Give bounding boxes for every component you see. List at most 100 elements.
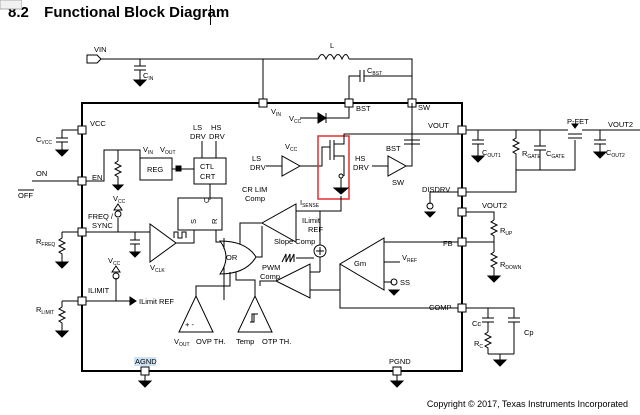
ovp-plus-minus: + - (185, 320, 194, 329)
reg-vin-label: VIN (143, 145, 153, 156)
off-label: OFF (18, 191, 33, 200)
latch-s-label: S (189, 219, 198, 224)
cout2-ground (592, 151, 608, 159)
comp-network-wire (466, 307, 515, 318)
cvcc-wire (56, 129, 78, 150)
rlimit-ground (54, 330, 70, 338)
pgnd-pin (392, 366, 402, 376)
rfreq-ground (54, 261, 70, 269)
or-label: OR (226, 253, 238, 262)
vref-label: VREF (402, 253, 417, 264)
rfreq-resistor (57, 231, 78, 262)
ss-source (390, 278, 398, 286)
pgnd-ground (389, 375, 405, 388)
rdown-ground (486, 275, 502, 283)
gm-label: Gm (354, 259, 366, 268)
slope-ramp-icon (281, 253, 295, 263)
hs-driver-to-fet (406, 150, 413, 167)
vcc-freq-arrow (113, 203, 123, 211)
reg-output-node (175, 165, 182, 172)
pin-fb-label: FB (443, 239, 453, 248)
section-title: Functional Block Diagram (44, 4, 230, 21)
hs-drv-label-1: HS (355, 154, 365, 163)
cin-capacitor (134, 59, 146, 80)
en-to-reg-wire (118, 149, 141, 168)
pin-pgnd-label: PGND (389, 357, 411, 366)
ovp-th-label: OVP TH. (196, 337, 226, 346)
vcc-freq-label: VCC (113, 194, 126, 205)
ilimit-pin (77, 296, 87, 306)
temp-label: Temp (236, 337, 254, 346)
pfet (560, 129, 592, 139)
rlimit-label: RLIMIT (36, 305, 54, 316)
bst-diode (317, 112, 327, 124)
pin-vout2-label: VOUT2 (482, 201, 507, 210)
sr-latch (177, 197, 223, 231)
vin-rail (101, 58, 413, 103)
cc-capacitor (482, 317, 494, 332)
osc-comparator (149, 223, 177, 263)
pin-comp-label: COMP (429, 303, 452, 312)
osc-pulse-icon (173, 231, 187, 239)
rc-resistor (483, 331, 493, 354)
isense-label: ISENSE (300, 198, 320, 209)
latch-reset-wire (215, 230, 230, 243)
diode-vcc-label: VCC (289, 114, 302, 125)
pfet-diode (571, 123, 579, 129)
bst-node-label: BST (356, 104, 371, 113)
latch-r-label: R (210, 218, 219, 224)
cout1-ground (470, 155, 486, 163)
rlimit-resistor (57, 300, 78, 331)
cvcc-ground (54, 149, 70, 157)
ss-label: SS (400, 278, 410, 287)
disdrv-wire (466, 170, 517, 193)
agnd-highlight (134, 357, 156, 366)
cgate-label: CGATE (546, 149, 565, 160)
rup-label: RUP (500, 226, 513, 237)
pwm-label-1: PWM (262, 263, 280, 272)
crlim-comparator (260, 203, 297, 243)
or-output-wire (256, 226, 263, 258)
corner-marker-icon (0, 0, 22, 10)
bst-diode-wire (300, 107, 350, 119)
freq-sync-pin (77, 227, 87, 237)
vcc-ilim-arrow (111, 265, 121, 273)
en-pin (77, 176, 87, 186)
cbst-label: CBST (367, 66, 382, 77)
cout1-label: COUT1 (482, 148, 501, 159)
vout-rail (412, 129, 640, 135)
text-cursor (210, 5, 211, 25)
cout1-capacitor (472, 130, 484, 156)
comp-ground-wire (488, 353, 514, 360)
ls-drv-top-1: LS (193, 123, 202, 132)
pwm-comparator (274, 263, 311, 299)
cp-label: Cp (524, 328, 534, 337)
reg-vout-label: VOUT (160, 145, 176, 156)
disdrv-ground (423, 211, 437, 218)
or-gate (219, 240, 257, 275)
comp-ground (492, 359, 508, 367)
otp-hysteresis-icon (250, 313, 258, 323)
disdrv-source (426, 202, 434, 210)
inductor-l-label: L (330, 41, 334, 50)
pin-vcc-label: VCC (90, 119, 106, 128)
ls-drv-label-1: LS (252, 154, 261, 163)
ovp-comparator (178, 294, 214, 333)
disdrv-pin (457, 187, 467, 197)
vout2-wire (466, 211, 495, 220)
pin-disdrv-label: DISDRV (422, 185, 450, 194)
en-ground (111, 184, 125, 191)
summing-plus (316, 247, 324, 255)
fault-to-or-wires (195, 272, 256, 296)
vout2-pin (457, 207, 467, 217)
gm-amplifier (339, 237, 385, 291)
osc-to-latch-wire (176, 230, 195, 244)
gate-node-wire (516, 140, 576, 171)
freq-internal-wire (86, 218, 150, 252)
fb-wire (466, 241, 495, 252)
cp-capacitor (508, 317, 520, 354)
rfreq-label: RFREQ (36, 237, 55, 248)
ctl-label-2: CRT (200, 172, 216, 181)
crlim-label-1: CR LIM (242, 185, 267, 194)
